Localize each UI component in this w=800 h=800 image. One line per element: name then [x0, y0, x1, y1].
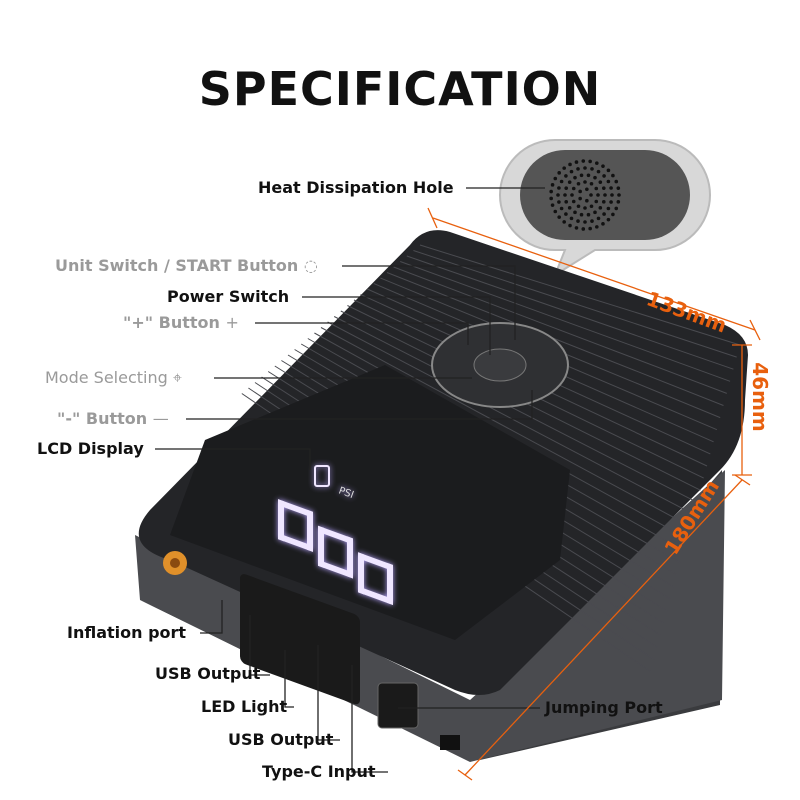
label-type-c-input: Type-C Input — [262, 762, 376, 781]
label-lcd-display: LCD Display — [37, 439, 144, 458]
label-plus-button: "+" Button + — [123, 313, 239, 332]
dimension-lines — [427, 207, 761, 781]
label-unit-switch-text: Unit Switch / START Button — [55, 256, 299, 275]
mode-icon: ⌖ — [172, 368, 182, 387]
heat-dissipation-callout — [499, 139, 711, 278]
label-minus-text: "-" Button — [57, 409, 148, 428]
label-inflation-port: Inflation port — [67, 623, 187, 642]
label-usb-output-1: USB Output — [155, 664, 261, 683]
label-power-switch: Power Switch — [167, 287, 290, 306]
label-heat-dissipation-hole: Heat Dissipation Hole — [258, 178, 454, 197]
minus-icon: — — [152, 409, 169, 428]
plus-icon: + — [225, 313, 239, 332]
speaker-holes — [549, 159, 621, 231]
device-body — [135, 230, 748, 762]
lcd-screen: PSI — [278, 465, 393, 606]
label-mode-text: Mode Selecting — [45, 368, 168, 387]
label-led-light: LED Light — [201, 697, 288, 716]
label-minus-button: "-" Button — — [57, 409, 169, 428]
dimension-height: 46mm — [747, 362, 772, 432]
label-usb-output-2: USB Output — [228, 730, 334, 749]
label-mode-selecting: Mode Selecting ⌖ — [45, 368, 182, 388]
label-plus-text: "+" Button — [123, 313, 220, 332]
label-unit-switch: Unit Switch / START Button ◌ — [55, 256, 318, 275]
leader-lines — [155, 187, 545, 773]
page-title: SPECIFICATION — [198, 62, 602, 116]
label-jumping-port: Jumping Port — [545, 698, 663, 717]
refresh-icon: ◌ — [303, 256, 318, 275]
lcd-unit: PSI — [337, 485, 355, 501]
